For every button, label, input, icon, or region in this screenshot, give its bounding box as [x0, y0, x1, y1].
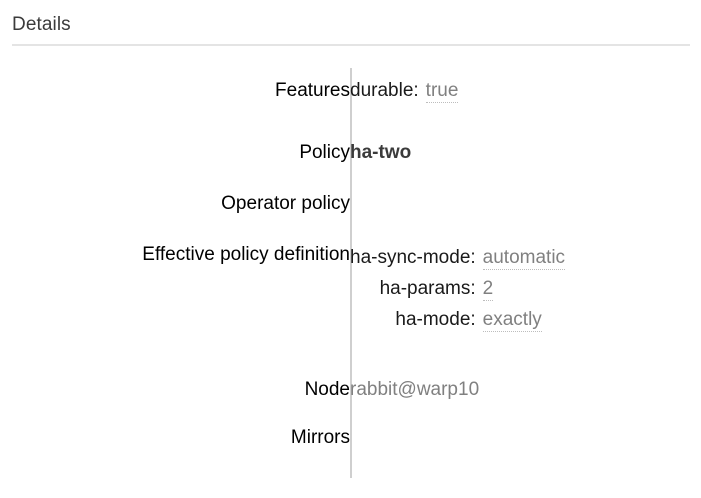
feature-value-durable-wrap: true: [419, 78, 459, 104]
table-row-effective-policy-definition: Effective policy definition ha-sync-mode…: [0, 217, 701, 335]
page-title: Details: [12, 14, 71, 35]
table-row-operator-policy: Operator policy: [0, 166, 701, 217]
feature-key-durable: durable:: [350, 80, 419, 101]
policy-value-ha-sync-mode-wrap: automatic: [476, 242, 566, 273]
policy-name-link[interactable]: ha-two: [350, 142, 412, 163]
row-label-node: Node: [304, 379, 350, 400]
policy-definition-pair: ha-params: 2: [350, 273, 565, 304]
policy-value-ha-sync-mode[interactable]: automatic: [482, 247, 566, 270]
row-label-mirrors: Mirrors: [290, 427, 350, 448]
table-row-policy: Policy ha-two: [0, 104, 701, 166]
row-value-policy: ha-two: [350, 104, 701, 166]
policy-definition-pair: ha-sync-mode: automatic: [350, 242, 566, 273]
row-label-operator-policy: Operator policy: [221, 193, 350, 214]
heading-divider: [12, 44, 690, 46]
policy-definition-pair: ha-mode: exactly: [350, 304, 565, 335]
row-value-node: rabbit@warp10: [350, 335, 701, 403]
row-label-features: Features: [275, 80, 350, 101]
feature-pair-list: durable: true: [350, 78, 459, 104]
row-label-effective-policy-definition: Effective policy definition: [142, 244, 350, 265]
row-value-mirrors: [350, 403, 701, 451]
table-row-node: Node rabbit@warp10: [0, 335, 701, 403]
column-divider: [350, 68, 352, 478]
table-row-features: Features durable: true: [0, 60, 701, 104]
policy-key-ha-params: ha-params:: [379, 278, 476, 299]
feature-value-durable[interactable]: true: [425, 80, 459, 103]
table-row-mirrors: Mirrors: [0, 403, 701, 451]
row-value-operator-policy: [350, 166, 701, 217]
policy-value-ha-params[interactable]: 2: [482, 278, 494, 301]
policy-value-ha-mode-wrap: exactly: [476, 304, 565, 335]
feature-pair: durable: true: [350, 78, 459, 104]
policy-key-ha-mode: ha-mode:: [395, 309, 476, 330]
row-value-features: durable: true: [350, 60, 701, 104]
policy-definition-list: ha-sync-mode: automatic ha-params: 2: [350, 242, 566, 335]
node-name: rabbit@warp10: [350, 379, 480, 400]
row-label-policy: Policy: [299, 142, 350, 163]
details-table: Features durable: true Policy: [0, 60, 701, 451]
policy-value-ha-params-wrap: 2: [476, 273, 565, 304]
policy-key-ha-sync-mode: ha-sync-mode:: [350, 247, 476, 268]
policy-value-ha-mode[interactable]: exactly: [482, 309, 542, 332]
row-value-effective-policy-definition: ha-sync-mode: automatic ha-params: 2: [350, 217, 701, 335]
